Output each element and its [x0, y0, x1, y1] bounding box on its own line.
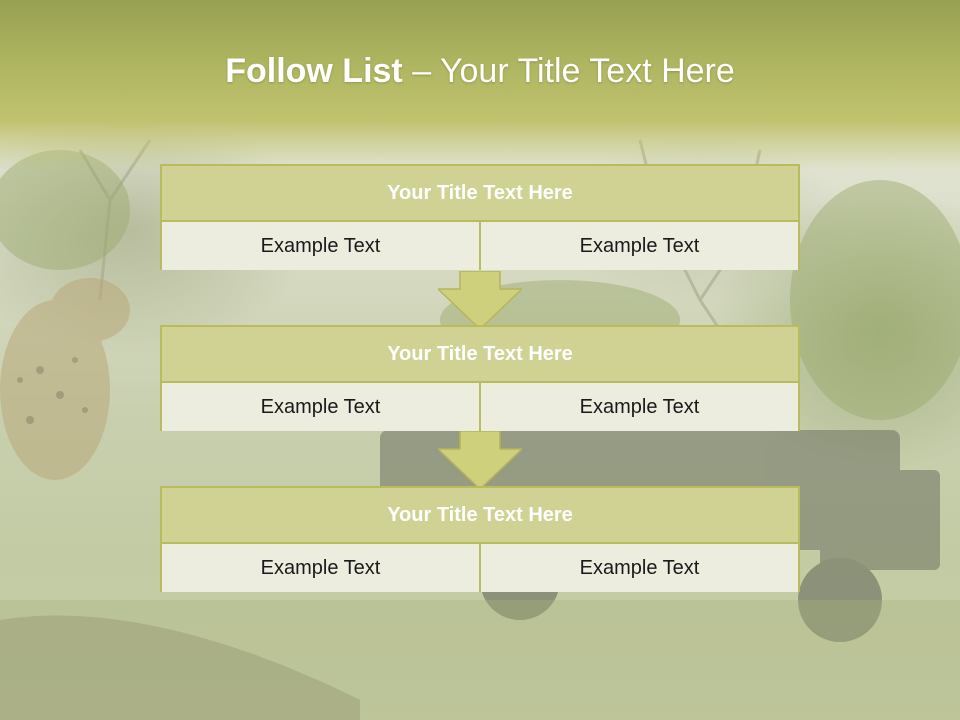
block-cell-right[interactable]: Example Text	[479, 222, 798, 270]
block-cell-left[interactable]: Example Text	[162, 383, 479, 431]
block-cell-right[interactable]: Example Text	[479, 544, 798, 592]
title-bold: Follow List	[225, 52, 403, 90]
title-rest: – Your Title Text Here	[402, 52, 735, 90]
block-row: Example Text Example Text	[162, 544, 798, 592]
block-cell-left[interactable]: Example Text	[162, 544, 479, 592]
block-row: Example Text Example Text	[162, 383, 798, 431]
block-title[interactable]: Your Title Text Here	[162, 166, 798, 222]
block-cell-right[interactable]: Example Text	[479, 383, 798, 431]
list-block-2: Your Title Text Here Example Text Exampl…	[160, 325, 800, 431]
block-title[interactable]: Your Title Text Here	[162, 327, 798, 383]
block-title[interactable]: Your Title Text Here	[162, 488, 798, 544]
list-block-3: Your Title Text Here Example Text Exampl…	[160, 486, 800, 592]
block-row: Example Text Example Text	[162, 222, 798, 270]
list-block-1: Your Title Text Here Example Text Exampl…	[160, 164, 800, 270]
slide-title: Follow List – Your Title Text Here	[0, 52, 960, 91]
down-arrow-icon	[438, 431, 522, 489]
header-band	[0, 0, 960, 170]
down-arrow-icon	[438, 271, 522, 329]
block-cell-left[interactable]: Example Text	[162, 222, 479, 270]
